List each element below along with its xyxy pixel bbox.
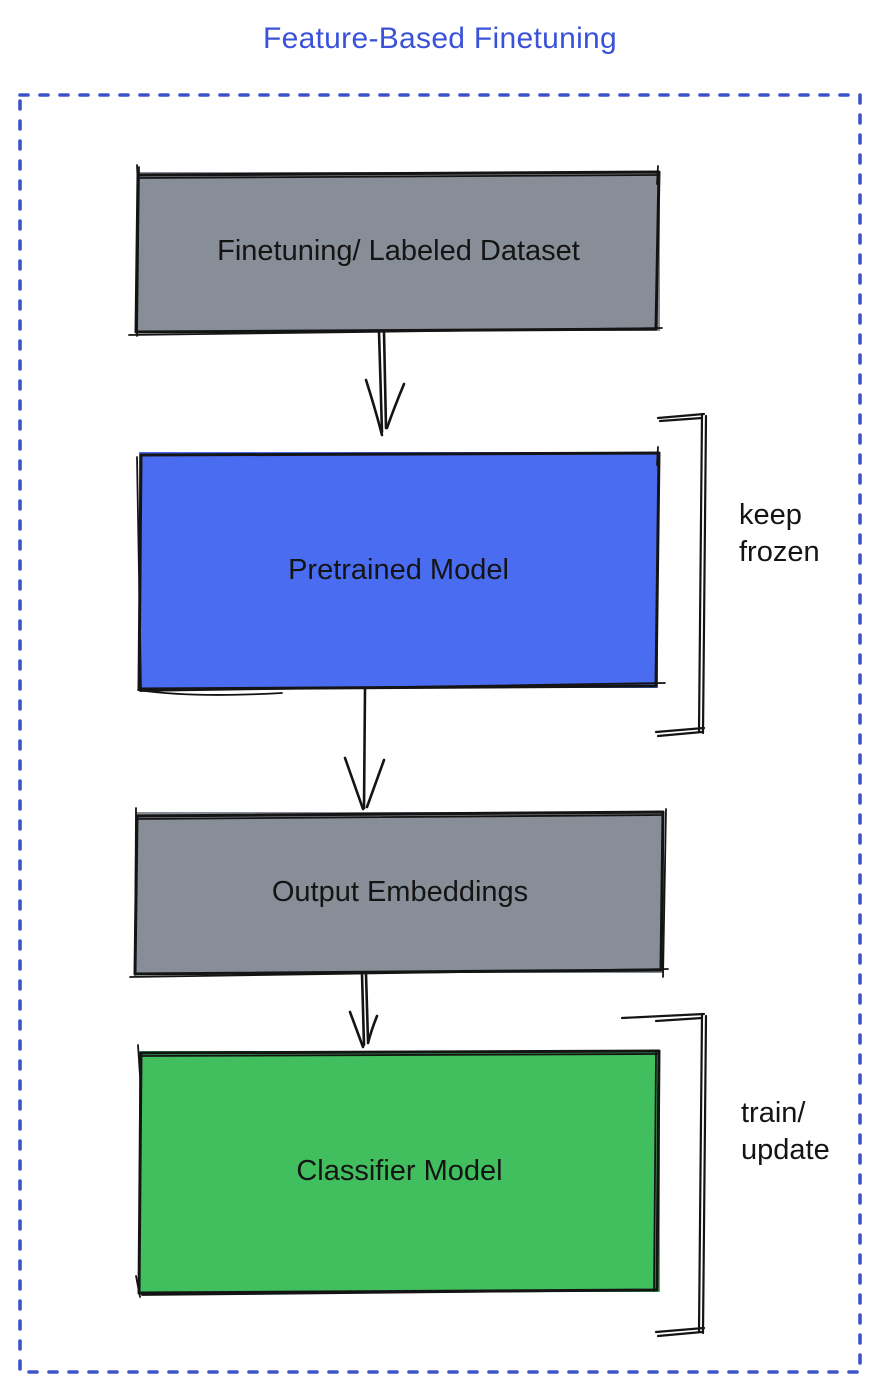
dataset-box [128,164,663,337]
train-update-bracket [620,1012,708,1338]
output-embeddings-box [129,807,669,978]
pretrained-model-box-label: Pretrained Model [288,553,509,586]
classifier-model-box-label: Classifier Model [296,1155,503,1187]
keep-frozen-label: keep frozen [739,497,820,571]
keep-frozen-line2: frozen [739,536,820,568]
train-update-line2: update [741,1134,830,1166]
train-update-line1: train/ [741,1097,806,1129]
dataset-box-label: Finetuning/ Labeled Dataset [217,235,580,267]
diagram-title: Feature-Based Finetuning [262,22,618,55]
keep-frozen-bracket [654,412,708,738]
classifier-model-box [135,1044,661,1298]
arrow-dataset-to-pretrained [364,330,406,437]
keep-frozen-line1: keep [739,499,802,531]
train-update-label: train/ update [741,1095,830,1169]
arrow-embeddings-to-classifier [348,972,379,1049]
pretrained-model-box [136,446,666,696]
arrow-pretrained-to-embeddings [343,687,386,811]
output-embeddings-box-label: Output Embeddings [271,876,529,908]
